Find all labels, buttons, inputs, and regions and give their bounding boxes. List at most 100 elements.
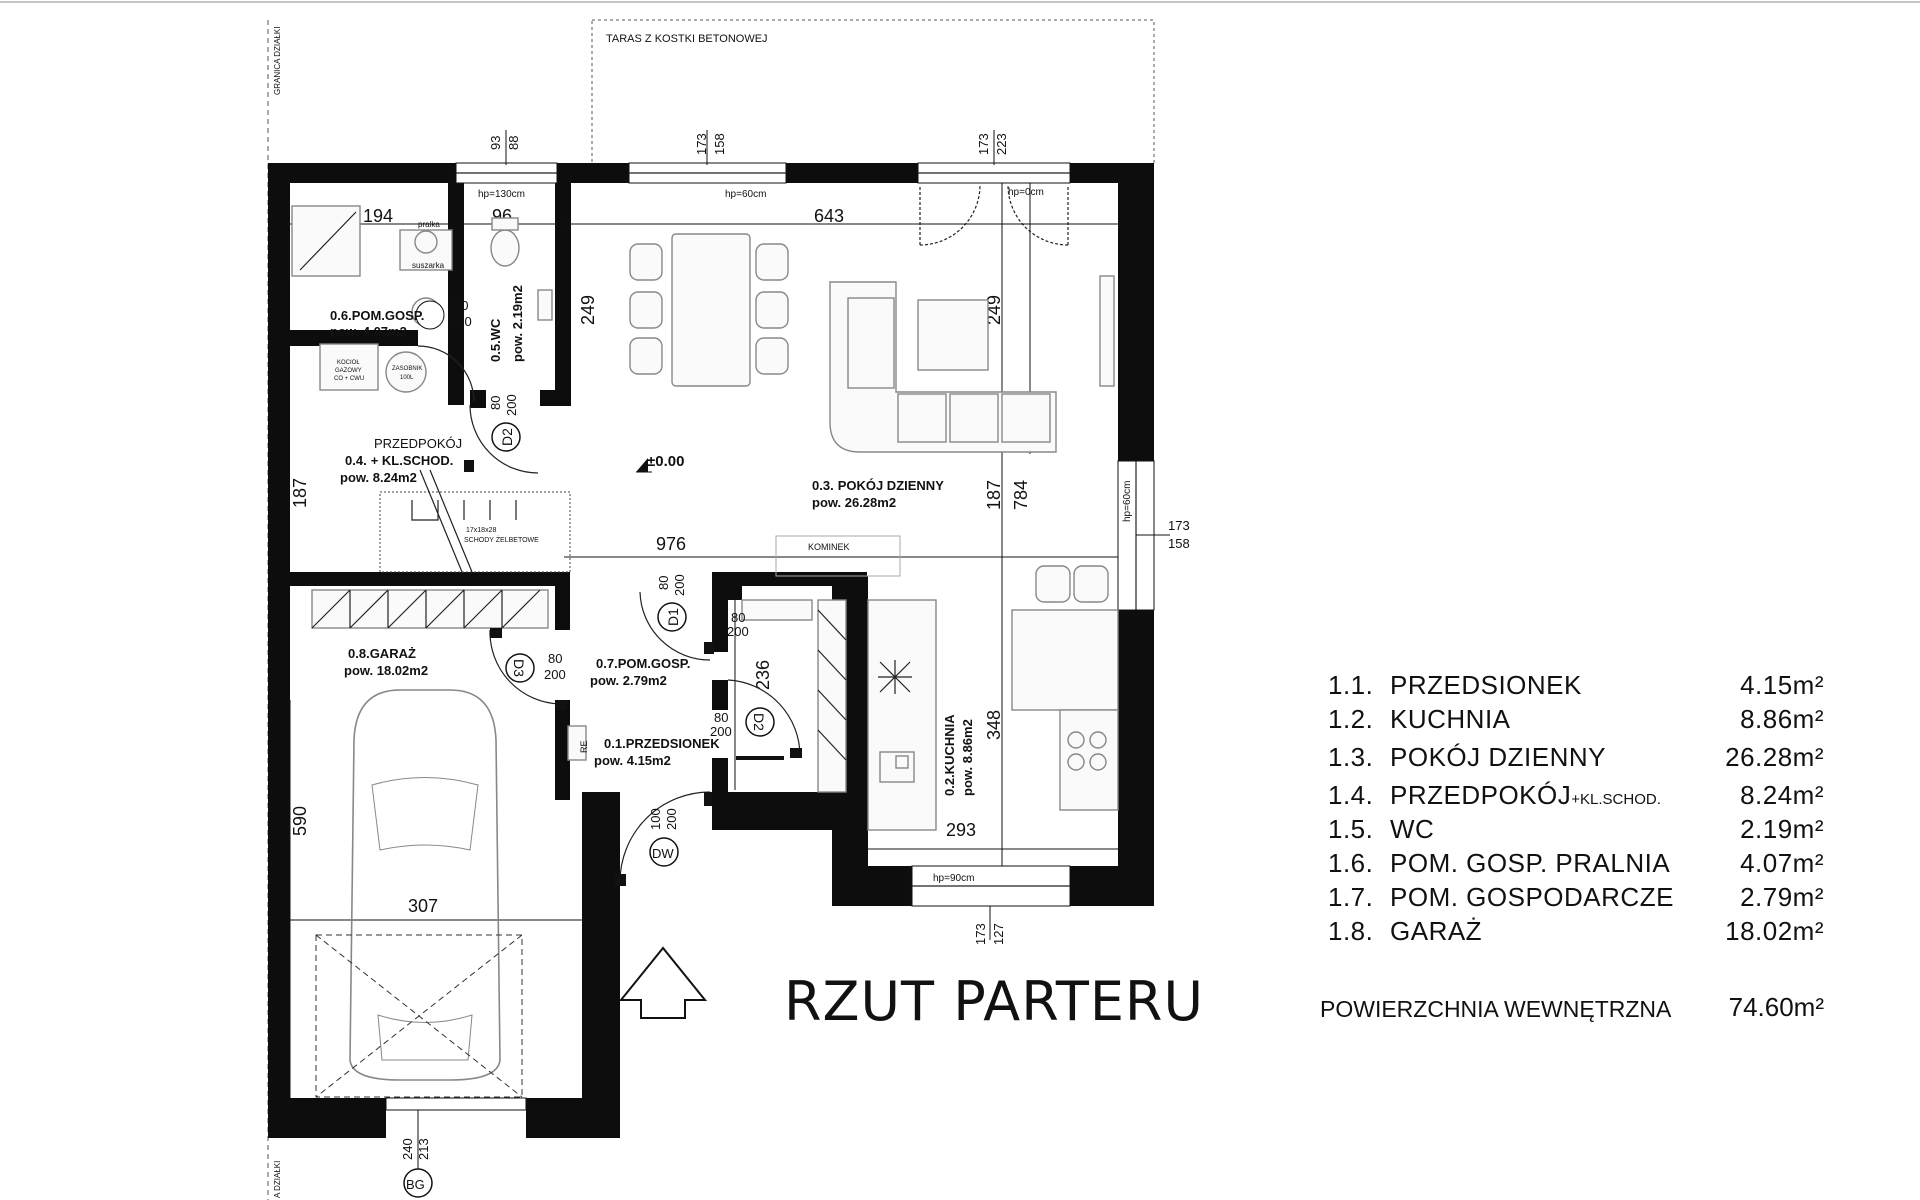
- room-label-0-5: 0.5.WC pow. 2.19m2: [488, 285, 525, 362]
- svg-text:93: 93: [488, 136, 503, 150]
- svg-text:pow. 18.02m2: pow. 18.02m2: [344, 663, 428, 678]
- svg-text:±0.00: ±0.00: [647, 453, 684, 470]
- re-label: RE: [579, 740, 589, 753]
- legend-row: 1.4. PRZEDPOKÓJ+KL.SCHOD. 8.24m²: [1328, 780, 1824, 810]
- dim-249a: 249: [578, 295, 598, 325]
- boundary-label: GRANICA DZIAŁKI: [273, 27, 282, 95]
- svg-text:pow. 4.07m2: pow. 4.07m2: [330, 324, 407, 339]
- wc-fixtures: [490, 217, 553, 321]
- dim-348: 348: [984, 710, 1004, 740]
- svg-text:0.1.PRZEDSIONEK: 0.1.PRZEDSIONEK: [604, 736, 720, 751]
- room-label-0-1: 0.1.PRZEDSIONEK pow. 4.15m2: [594, 736, 720, 768]
- svg-text:D1: D1: [665, 608, 681, 626]
- room-label-0-2: 0.2.KUCHNIA pow. 8.86m2: [942, 714, 975, 796]
- svg-text:pow. 4.15m2: pow. 4.15m2: [594, 753, 671, 768]
- svg-text:KOMINEK: KOMINEK: [808, 542, 850, 552]
- svg-text:80: 80: [656, 576, 671, 590]
- svg-text:pow. 8.24m2: pow. 8.24m2: [340, 470, 417, 485]
- legend-row: 1.8. GARAŻ 18.02m²: [1328, 916, 1824, 946]
- svg-text:suszarka: suszarka: [412, 261, 445, 270]
- svg-text:173: 173: [1168, 518, 1190, 533]
- dining-table-set: [629, 233, 789, 387]
- boundary-label-bottom: A DZIAŁKI: [273, 1161, 282, 1198]
- svg-text:SCHODY ŻELBETOWE: SCHODY ŻELBETOWE: [464, 535, 539, 544]
- total-area: 74.60m²: [1728, 992, 1824, 1022]
- svg-text:200: 200: [450, 314, 472, 329]
- svg-text:ZASOBNIK: ZASOBNIK: [392, 366, 422, 372]
- tall-cabinet: [817, 599, 847, 793]
- dimension-lines: [289, 183, 1118, 1098]
- svg-text:pow. 2.19m2: pow. 2.19m2: [510, 285, 525, 362]
- svg-text:200: 200: [710, 724, 732, 739]
- svg-text:17x18x28: 17x18x28: [466, 527, 496, 534]
- room-label-0-4: PRZEDPOKÓJ 0.4.+ KL.SCHOD. pow. 8.24m2: [340, 436, 462, 485]
- dim-194: 194: [363, 206, 393, 226]
- garage-door-zone: [315, 934, 523, 1098]
- legend-row: 1.5. WC 2.19m²: [1328, 814, 1824, 844]
- svg-text:80: 80: [714, 710, 728, 725]
- dim-643: 643: [814, 206, 844, 226]
- svg-text:200: 200: [727, 624, 749, 639]
- staircase: 17x18x28 SCHODY ŻELBETOWE: [379, 469, 571, 573]
- svg-text:200: 200: [544, 667, 566, 682]
- dim-187a: 187: [290, 478, 310, 508]
- window-w3-balcony-door: 173 223 hp=0cm: [917, 130, 1071, 246]
- internal-walls: [290, 163, 868, 812]
- legend-row: 1.2. KUCHNIA 8.86m²: [1328, 704, 1824, 734]
- svg-text:KOCIOŁ: KOCIOŁ: [337, 360, 360, 366]
- legend-row: 1.7. POM. GOSPODARCZE 2.79m²: [1328, 882, 1824, 912]
- dim-976: 976: [656, 534, 686, 554]
- room-label-0-6: 0.6.POM.GOSP. pow. 4.07m2: [330, 308, 424, 339]
- svg-text:PRZEDPOKÓJ: PRZEDPOKÓJ: [374, 436, 462, 451]
- window-w5: 173 127 hp=90cm: [911, 865, 1071, 945]
- svg-text:0.6.POM.GOSP.: 0.6.POM.GOSP.: [330, 308, 424, 323]
- room-label-0-8: 0.8.GARAŻ pow. 18.02m2: [344, 646, 428, 678]
- legend-row: 1.6. POM. GOSP. PRALNIA 4.07m²: [1328, 848, 1824, 878]
- svg-text:0.7.POM.GOSP.: 0.7.POM.GOSP.: [596, 656, 690, 671]
- svg-text:hp=130cm: hp=130cm: [478, 189, 525, 200]
- svg-text:80: 80: [731, 610, 745, 625]
- svg-text:158: 158: [712, 133, 727, 155]
- svg-text:158: 158: [1168, 536, 1190, 551]
- dim-293: 293: [946, 820, 976, 840]
- dim-236: 236: [753, 660, 773, 690]
- svg-text:pow. 8.86m2: pow. 8.86m2: [960, 719, 975, 796]
- room-label-0-3: 0.3.POKÓJ DZIENNY pow. 26.28m2: [812, 478, 944, 510]
- door-d2-gosp: D2 80 200: [710, 679, 802, 760]
- svg-text:hp=90cm: hp=90cm: [933, 873, 974, 884]
- svg-text:200: 200: [504, 394, 519, 416]
- re-box: [567, 725, 587, 761]
- room-label-0-7: 0.7.POM.GOSP. pow. 2.79m2: [590, 656, 690, 688]
- svg-text:hp=60cm: hp=60cm: [1122, 481, 1133, 522]
- tv-unit: [1099, 275, 1115, 387]
- svg-text:173: 173: [694, 133, 709, 155]
- svg-text:pow. 26.28m2: pow. 26.28m2: [812, 495, 896, 510]
- svg-text:pralka: pralka: [418, 220, 440, 229]
- hall-cabinet: [741, 599, 813, 621]
- car-outline: [349, 689, 501, 1081]
- svg-text:DW: DW: [652, 846, 674, 861]
- svg-text:100: 100: [648, 808, 663, 830]
- legend-row: 1.3. POKÓJ DZIENNY 26.28m²: [1328, 742, 1824, 772]
- window-w4: 173 158 hp=60cm: [1117, 460, 1190, 611]
- dim-307: 307: [408, 896, 438, 916]
- door-pralnia: 80 200: [415, 298, 475, 472]
- level-mark: ±0.00: [636, 453, 684, 473]
- svg-text:80: 80: [548, 651, 562, 666]
- svg-text:80: 80: [454, 298, 468, 313]
- svg-text:223: 223: [994, 133, 1009, 155]
- svg-text:173: 173: [976, 133, 991, 155]
- kitchen-units: [867, 565, 1119, 831]
- window-w2: 173 158 hp=60cm: [628, 130, 787, 200]
- door-dw-entrance: DW 100 200: [614, 791, 712, 886]
- svg-text:D3: D3: [511, 659, 527, 677]
- window-w1: 93 88 hp=130cm: [455, 130, 558, 200]
- dim-784: 784: [1011, 480, 1031, 510]
- plan-title: RZUT PARTERU: [784, 970, 1204, 1033]
- svg-text:BG: BG: [406, 1177, 425, 1192]
- laundry-fixtures: pralka suszarka KOCIOŁ GAZOWY CO + CWU Z…: [291, 205, 453, 393]
- corner-sofa: [829, 281, 1057, 453]
- fireplace: KOMINEK: [775, 535, 901, 577]
- svg-text:GAZOWY: GAZOWY: [335, 368, 362, 374]
